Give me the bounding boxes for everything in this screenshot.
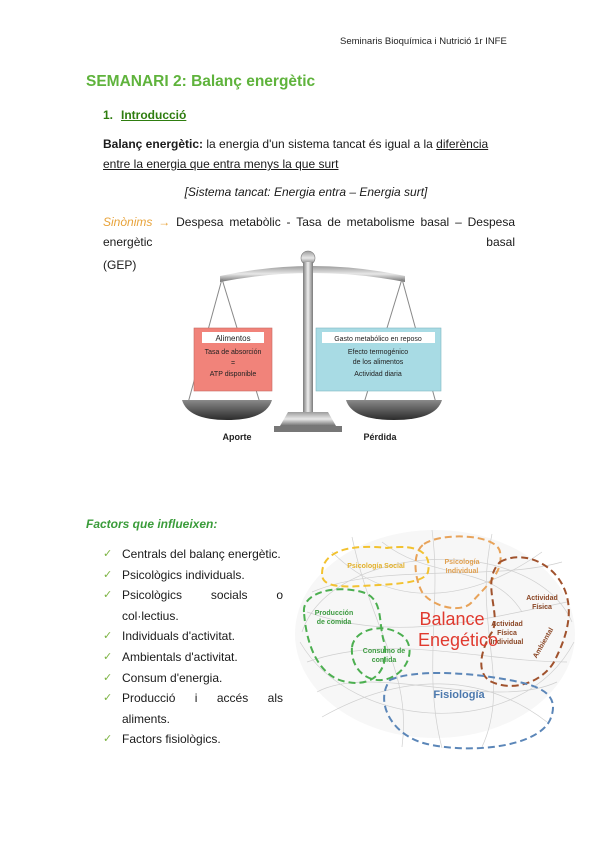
list-item: ✓ Psicològics individuals.	[103, 565, 283, 586]
section-number: 1.	[103, 108, 114, 122]
formula-text: [Sistema tancat: Energia entra – Energia…	[184, 185, 428, 199]
individual-activity-label: Física	[497, 630, 517, 637]
section-label: Introducció	[121, 108, 187, 122]
loss-line: de los alimentos	[353, 359, 404, 366]
intake-line: =	[231, 360, 235, 367]
physical-activity-label: Física	[532, 604, 552, 611]
scale-pole	[303, 262, 313, 412]
definition-underlined: diferència entre la energia que entra me…	[103, 137, 489, 171]
physiology-label: Fisiología	[433, 689, 485, 701]
right-dish	[346, 400, 442, 420]
list-item-text: Psicològics socials o col·lectius.	[122, 588, 283, 623]
physiology-region	[383, 672, 554, 750]
social-psychology-label: Psicología Social	[347, 563, 405, 570]
list-item-text: Psicològics individuals.	[122, 567, 245, 582]
scale-base	[280, 412, 336, 426]
list-item-text: Producció i accés als aliments.	[122, 691, 283, 726]
check-icon: ✓	[103, 671, 113, 684]
individual-activity-label: Actividad	[491, 621, 523, 628]
intake-header: Alimentos	[215, 334, 250, 343]
scale-base-plate	[274, 426, 342, 432]
list-item: ✓ Centrals del balanç energètic.	[103, 544, 283, 565]
synonyms-text: Despesa metabòlic - Tasa de metabolisme …	[103, 215, 515, 249]
individual-psychology-label: Psicología	[444, 559, 479, 566]
individual-activity-label: Individual	[491, 639, 524, 646]
loss-header-box	[322, 332, 435, 343]
intake-label: Aporte	[223, 432, 252, 442]
definition-term: Balanç energètic:	[103, 137, 204, 151]
food-production-label: de comida	[317, 619, 352, 626]
list-item-text: Centrals del balanç energètic.	[122, 547, 281, 561]
intake-line: ATP disponible	[210, 371, 257, 378]
list-item-text: Ambientals d'activitat.	[122, 649, 238, 664]
check-icon: ✓	[103, 733, 113, 746]
list-item: ✓ Individuals d'activitat.	[103, 626, 283, 647]
loss-line: Efecto termogénico	[348, 349, 408, 356]
synonyms-label: Sinònims	[103, 215, 153, 229]
list-item-text: Individuals d'activitat.	[122, 629, 236, 644]
individual-psychology-region	[414, 535, 502, 610]
energy-balance-center-label: Balance	[419, 609, 484, 629]
food-consumption-label: Consumo de	[363, 648, 405, 655]
section-heading: 1. Introducció	[103, 108, 186, 122]
list-item-text: Consum d'energia.	[122, 670, 223, 685]
definition-paragraph: Balanç energètic: la energia d'un sistem…	[103, 134, 515, 174]
list-item: ✓ Factors fisiològics.	[103, 729, 283, 750]
food-production-region	[302, 588, 387, 684]
food-consumption-label: comida	[372, 657, 397, 664]
scale-beam	[220, 266, 405, 282]
arrow-right-icon: →	[158, 215, 171, 229]
energy-balance-map: Psicología Social Psicología Individual …	[295, 529, 575, 750]
physical-activity-label: Actividad	[526, 595, 558, 602]
intake-header-box	[202, 332, 264, 343]
food-production-label: Producción	[315, 610, 354, 617]
intake-line: Tasa de absorción	[205, 349, 262, 356]
check-icon: ✓	[103, 650, 113, 663]
left-dish	[182, 400, 272, 420]
factors-title: Factors que influeixen:	[86, 517, 218, 531]
synonyms-paragraph: Sinònims → Despesa metabòlic - Tasa de m…	[103, 212, 515, 252]
energy-balance-center-label: Enegético	[418, 630, 498, 650]
individual-psychology-label: Individual	[446, 568, 479, 575]
loss-label: Pérdida	[363, 432, 397, 442]
check-icon: ✓	[103, 630, 113, 643]
list-item: ✓ Psicològics socials o col·lectius.	[103, 585, 283, 626]
list-item: ✓ Ambientals d'activitat.	[103, 647, 283, 668]
social-psychology-region	[320, 545, 430, 588]
check-icon: ✓	[103, 548, 113, 560]
definition-text: la energia d'un sistema tancat és igual …	[203, 137, 437, 151]
loss-line: Gasto metabólico en reposo	[334, 336, 422, 343]
check-icon: ✓	[103, 589, 113, 602]
synonyms-last-line: (GEP)	[103, 258, 137, 272]
loss-line: Actividad diaria	[354, 371, 402, 378]
list-item: ✓ Producció i accés als aliments.	[103, 688, 283, 729]
check-icon: ✓	[103, 692, 113, 705]
balance-scale-illustration: Alimentos Tasa de absorción = ATP dispon…	[182, 250, 442, 442]
list-item-text: Factors fisiològics.	[122, 732, 221, 747]
factors-list: ✓ Centrals del balanç energètic. ✓ Psicolò…	[103, 544, 283, 750]
page-title: SEMANARI 2: Balanç energètic	[86, 73, 316, 90]
food-consumption-region	[350, 627, 411, 681]
check-icon: ✓	[103, 568, 113, 581]
page-header: Seminaris Bioquímica i Nutrició 1r INFE	[340, 36, 507, 47]
list-item: ✓ Consum d'energia.	[103, 668, 283, 689]
